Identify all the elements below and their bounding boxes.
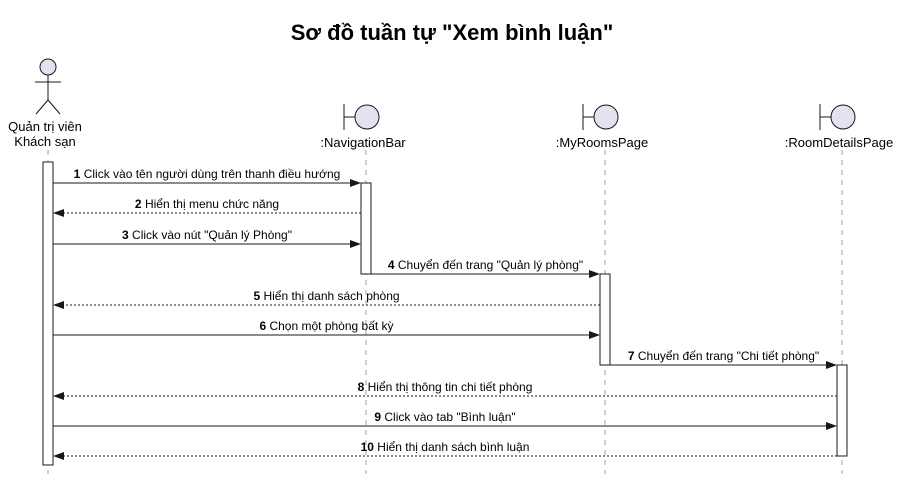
message-text: Chuyển đến trang "Chi tiết phòng" <box>635 349 820 363</box>
message-8: 8 Hiển thị thông tin chi tiết phòng <box>53 380 837 400</box>
arrowhead-icon <box>350 179 361 187</box>
message-label: 7 Chuyển đến trang "Chi tiết phòng" <box>628 349 819 363</box>
message-number: 6 <box>259 319 266 333</box>
arrowhead-icon <box>53 209 64 217</box>
participant-label: :RoomDetailsPage <box>785 135 893 150</box>
actor-icon <box>35 58 61 115</box>
arrowhead-icon <box>53 392 64 400</box>
diagram-title: Sơ đồ tuần tự "Xem bình luận" <box>291 20 614 45</box>
message-text: Chọn một phòng bất kỳ <box>266 319 393 333</box>
message-text: Click vào nút "Quản lý Phòng" <box>129 228 292 242</box>
arrowhead-icon <box>350 240 361 248</box>
message-9: 9 Click vào tab "Bình luận" <box>53 410 837 430</box>
message-label: 6 Chọn một phòng bất kỳ <box>259 319 393 333</box>
message-10: 10 Hiển thị danh sách bình luận <box>53 440 837 460</box>
arrowhead-icon <box>826 422 837 430</box>
arrowhead-icon <box>589 270 600 278</box>
participant-my-rooms-page: :MyRoomsPage <box>556 104 648 150</box>
participant-room-details-page: :RoomDetailsPage <box>785 104 893 150</box>
message-number: 8 <box>358 380 365 394</box>
participant-label: Khách sạn <box>14 134 75 149</box>
message-label: 2 Hiển thị menu chức năng <box>135 197 279 211</box>
message-6: 6 Chọn một phòng bất kỳ <box>53 319 600 339</box>
message-number: 4 <box>388 258 395 272</box>
message-2: 2 Hiển thị menu chức năng <box>53 197 361 217</box>
activation-bar-my-rooms-page <box>599 273 611 366</box>
message-text: Hiển thị danh sách phòng <box>260 289 399 303</box>
participant-label: :NavigationBar <box>320 135 406 150</box>
arrowhead-icon <box>53 452 64 460</box>
message-label: 1 Click vào tên người dùng trên thanh đi… <box>74 167 341 181</box>
message-number: 5 <box>253 289 260 303</box>
participant-label: :MyRoomsPage <box>556 135 648 150</box>
arrowhead-icon <box>53 301 64 309</box>
activation-bar-admin <box>42 161 54 466</box>
message-label: 3 Click vào nút "Quản lý Phòng" <box>122 228 292 242</box>
message-text: Hiển thị danh sách bình luận <box>374 440 529 454</box>
message-text: Hiển thị menu chức năng <box>142 197 279 211</box>
message-label: 4 Chuyển đến trang "Quản lý phòng" <box>388 258 583 272</box>
message-number: 9 <box>374 410 381 424</box>
message-text: Chuyển đến trang "Quản lý phòng" <box>395 258 584 272</box>
message-5: 5 Hiển thị danh sách phòng <box>53 289 600 309</box>
message-text: Click vào tab "Bình luận" <box>381 410 516 424</box>
boundary-icon <box>582 104 619 130</box>
message-4: 4 Chuyển đến trang "Quản lý phòng" <box>371 258 600 278</box>
message-number: 1 <box>74 167 81 181</box>
participant-label: Quản trị viên <box>8 119 82 134</box>
message-number: 3 <box>122 228 129 242</box>
participant-navigation-bar: :NavigationBar <box>320 104 406 150</box>
message-number: 2 <box>135 197 142 211</box>
message-1: 1 Click vào tên người dùng trên thanh đi… <box>53 167 361 187</box>
message-label: 9 Click vào tab "Bình luận" <box>374 410 515 424</box>
message-3: 3 Click vào nút "Quản lý Phòng" <box>53 228 361 248</box>
message-label: 8 Hiển thị thông tin chi tiết phòng <box>358 380 533 394</box>
boundary-icon <box>343 104 380 130</box>
message-text: Click vào tên người dùng trên thanh điều… <box>80 167 340 181</box>
message-label: 10 Hiển thị danh sách bình luận <box>361 440 530 454</box>
arrowhead-icon <box>589 331 600 339</box>
message-number: 10 <box>361 440 375 454</box>
message-text: Hiển thị thông tin chi tiết phòng <box>364 380 532 394</box>
message-label: 5 Hiển thị danh sách phòng <box>253 289 399 303</box>
message-7: 7 Chuyển đến trang "Chi tiết phòng" <box>610 349 837 369</box>
boundary-icon <box>819 104 856 130</box>
arrowhead-icon <box>826 361 837 369</box>
activation-bar-navigation-bar <box>360 182 372 275</box>
activation-bar-room-details-page <box>836 364 848 457</box>
message-number: 7 <box>628 349 635 363</box>
